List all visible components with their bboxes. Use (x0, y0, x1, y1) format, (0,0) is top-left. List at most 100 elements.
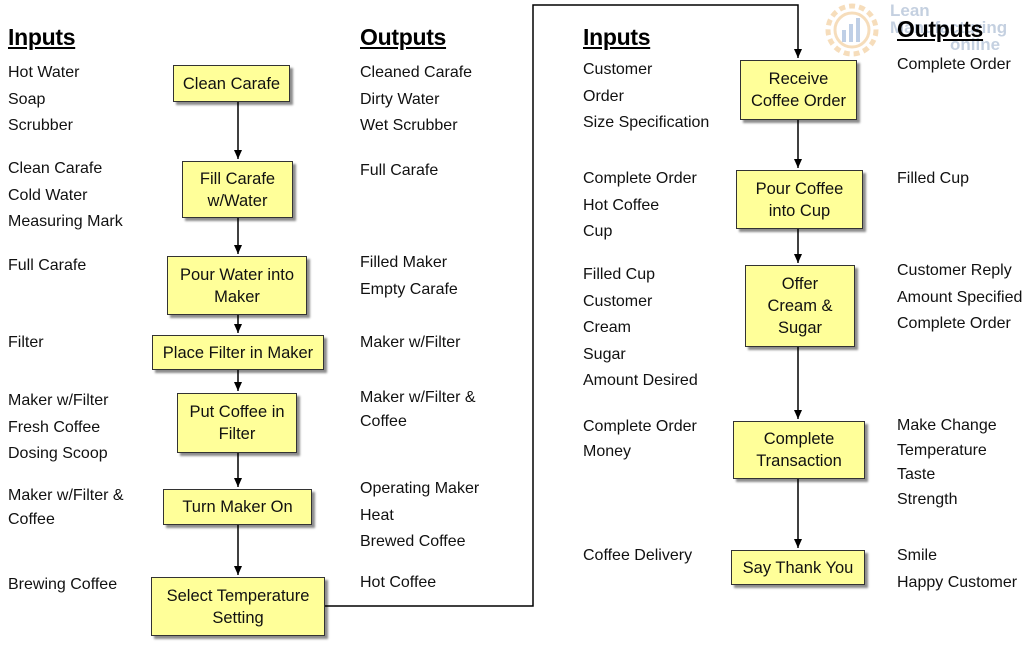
step-say-thank-you: Say Thank You (731, 550, 865, 585)
output-item: Filled Cup (897, 170, 970, 187)
right-outputs-header: Outputs (897, 16, 984, 42)
inputs-say-thank-you: Coffee Delivery (583, 543, 692, 570)
output-item: Full Carafe (360, 162, 439, 179)
output-item: Filled Maker (360, 254, 448, 271)
output-item: Complete Order (897, 315, 1011, 332)
output-item: Dirty Water (360, 90, 440, 108)
outputs-fill-carafe: Full Carafe (360, 158, 438, 185)
input-item: Cream (583, 319, 632, 336)
gear-chart-icon (825, 3, 879, 57)
input-item: Coffee (8, 511, 55, 528)
step-put-coffee: Put Coffee in Filter (177, 393, 297, 453)
outputs-pour-water: Filled Maker Empty Carafe (360, 250, 458, 303)
output-item: Strength (897, 490, 958, 508)
input-item: Money (583, 443, 632, 460)
step-fill-carafe: Fill Carafe w/Water (182, 161, 293, 218)
watermark-line-1: Lean (890, 1, 930, 20)
step-turn-maker-on: Turn Maker On (163, 489, 312, 525)
input-item: Brewing Coffee (8, 576, 118, 593)
input-item: Sugar (583, 345, 626, 363)
step-select-temperature: Select Temperature Setting (151, 577, 325, 636)
output-item: Customer Reply (897, 262, 1012, 279)
input-item: Dosing Scoop (8, 445, 108, 462)
outputs-say-thank-you: Smile Happy Customer (897, 543, 1017, 596)
step-clean-carafe: Clean Carafe (173, 65, 290, 102)
inputs-pour-coffee: Complete Order Hot Coffee Cup (583, 166, 697, 246)
step-offer-cream-sugar: Offer Cream & Sugar (745, 265, 855, 347)
outputs-put-coffee: Maker w/Filter & Coffee (360, 386, 476, 434)
inputs-turn-maker-on: Maker w/Filter & Coffee (8, 484, 124, 532)
output-item: Smile (897, 547, 938, 564)
outputs-receive-order: Complete Order (897, 52, 1011, 79)
watermark-text: Lean Manufacturing online (890, 2, 1007, 53)
outputs-complete-transaction: Make Change Temperature Taste Strength (897, 414, 997, 512)
outputs-pour-coffee: Filled Cup (897, 166, 969, 193)
output-item: Maker w/Filter (360, 334, 461, 351)
input-item: Size Specification (583, 114, 710, 131)
input-item: Customer (583, 292, 653, 310)
input-item: Filled Cup (583, 266, 656, 283)
input-item: Measuring Mark (8, 213, 123, 230)
inputs-clean-carafe: Hot Water Soap Scrubber (8, 60, 79, 140)
input-item: Scrubber (8, 117, 73, 134)
step-pour-coffee: Pour Coffee into Cup (736, 170, 863, 229)
inputs-offer-cream-sugar: Filled Cup Customer Cream Sugar Amount D… (583, 262, 698, 395)
step-pour-water: Pour Water into Maker (167, 256, 307, 315)
inputs-place-filter: Filter (8, 330, 44, 357)
arrow-left-to-right-flow (325, 4, 802, 607)
input-item: Full Carafe (8, 257, 87, 274)
input-item: Coffee Delivery (583, 547, 693, 564)
inputs-receive-order: Customer Order Size Specification (583, 57, 709, 137)
outputs-select-temperature: Hot Coffee (360, 570, 436, 597)
inputs-put-coffee: Maker w/Filter Fresh Coffee Dosing Scoop (8, 388, 108, 468)
input-item: Complete Order (583, 170, 697, 187)
inputs-complete-transaction: Complete Order Money (583, 414, 697, 464)
input-item: Cup (583, 223, 613, 240)
input-item: Maker w/Filter & (8, 487, 124, 504)
outputs-turn-maker-on: Operating Maker Heat Brewed Coffee (360, 476, 479, 556)
inputs-pour-water: Full Carafe (8, 253, 86, 280)
input-item: Filter (8, 334, 44, 351)
input-item: Amount Desired (583, 372, 698, 389)
input-item: Customer (583, 61, 653, 78)
step-place-filter: Place Filter in Maker (152, 335, 324, 370)
outputs-offer-cream-sugar: Customer Reply Amount Specified Complete… (897, 258, 1022, 338)
output-item: Happy Customer (897, 573, 1018, 591)
outputs-place-filter: Maker w/Filter (360, 330, 460, 357)
input-item: Hot Coffee (583, 196, 660, 214)
watermark-line-3: online (950, 35, 1001, 54)
output-item: Taste (897, 466, 936, 483)
output-item: Brewed Coffee (360, 533, 466, 550)
output-item: Cleaned Carafe (360, 64, 473, 81)
input-item: Complete Order (583, 418, 697, 435)
step-receive-coffee-order: Receive Coffee Order (740, 60, 857, 120)
output-item: Coffee (360, 413, 407, 430)
left-inputs-header: Inputs (8, 24, 76, 50)
output-item: Hot Coffee (360, 574, 437, 591)
input-item: Soap (8, 90, 46, 108)
output-item: Complete Order (897, 56, 1011, 73)
input-item: Clean Carafe (8, 160, 103, 177)
outputs-clean-carafe: Cleaned Carafe Dirty Water Wet Scrubber (360, 60, 472, 140)
output-item: Heat (360, 506, 394, 524)
output-item: Temperature (897, 441, 987, 459)
inputs-select-temperature: Brewing Coffee (8, 572, 117, 599)
output-item: Operating Maker (360, 480, 480, 497)
input-item: Order (583, 87, 624, 105)
inputs-fill-carafe: Clean Carafe Cold Water Measuring Mark (8, 156, 123, 236)
input-item: Hot Water (8, 64, 80, 81)
step-complete-transaction: Complete Transaction (733, 421, 865, 479)
input-item: Cold Water (8, 186, 88, 204)
left-outputs-header: Outputs (360, 24, 447, 50)
watermark-logo: Lean Manufacturing online (822, 0, 1024, 62)
input-item: Fresh Coffee (8, 418, 101, 436)
output-item: Make Change (897, 417, 997, 434)
watermark-line-2: Manufacturing (890, 18, 1008, 37)
output-item: Wet Scrubber (360, 117, 458, 134)
input-item: Maker w/Filter (8, 392, 109, 409)
output-item: Amount Specified (897, 288, 1023, 306)
output-item: Maker w/Filter & (360, 389, 476, 406)
output-item: Empty Carafe (360, 280, 458, 298)
right-inputs-header: Inputs (583, 24, 651, 50)
